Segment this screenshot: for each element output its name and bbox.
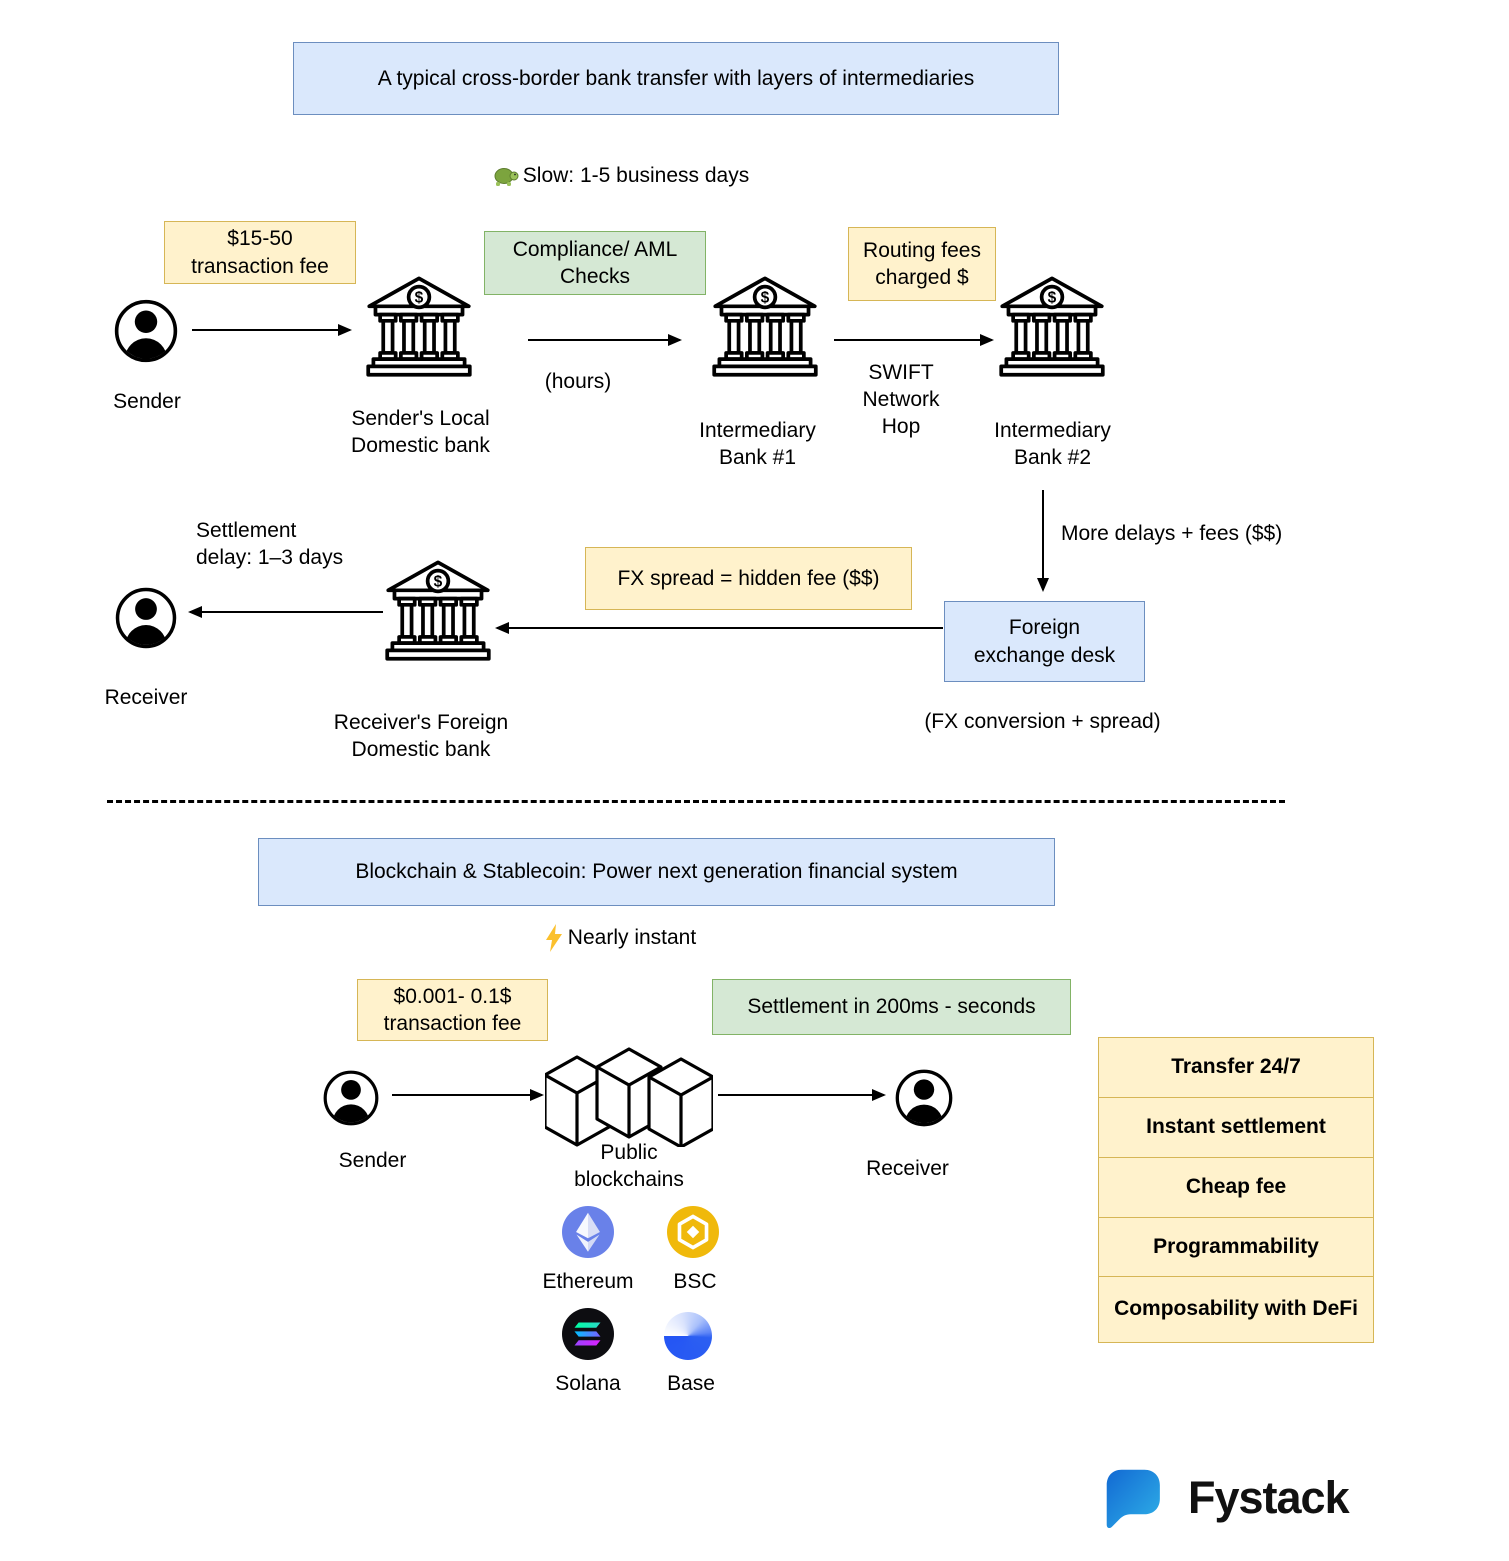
settlement-delay-label: Settlement delay: 1–3 days (196, 519, 344, 569)
lightning-icon (545, 924, 562, 952)
receiver-label: Receiver (104, 686, 188, 709)
blockchain-speed-text: Nearly instant (567, 926, 697, 949)
arrow-sender-to-bank (192, 324, 352, 336)
ethereum-icon (562, 1206, 614, 1258)
arrow-blockchain-to-receiver (718, 1089, 886, 1101)
base-label: Base (667, 1372, 715, 1395)
fystack-brand-name: Fystack (1188, 1472, 1350, 1523)
compliance-text: Compliance/ AML Checks (512, 237, 678, 288)
hours-label: (hours) (544, 370, 612, 393)
sender-bank-label: Sender's Local Domestic bank (351, 407, 490, 457)
crypto-sender-icon (322, 1064, 380, 1132)
receiver-person-icon (114, 586, 178, 650)
base-icon (664, 1312, 712, 1360)
public-blockchains-label: Public blockchains (574, 1141, 684, 1191)
intermediary-bank2-label: Intermediary Bank #2 (994, 419, 1111, 469)
legacy-title: A typical cross-border bank transfer wit… (377, 66, 975, 90)
intermediary-bank2-icon (995, 272, 1109, 380)
arrow-bank-to-intermediary1 (528, 334, 682, 346)
benefit-programmability: Programmability (1098, 1217, 1374, 1277)
blockchain-title-box: Blockchain & Stablecoin: Power next gene… (258, 838, 1055, 906)
fx-desk-box: Foreign exchange desk (944, 601, 1145, 682)
intermediary-bank1-icon (708, 272, 822, 380)
blockchain-speed-note: Nearly instant (470, 924, 770, 952)
swift-label: SWIFT Network Hop (862, 361, 940, 438)
benefit-instant-settlement: Instant settlement (1098, 1097, 1374, 1158)
crypto-receiver-label: Receiver (866, 1157, 949, 1180)
benefits-list: Transfer 24/7 Instant settlement Cheap f… (1098, 1037, 1374, 1343)
crypto-settlement-box: Settlement in 200ms - seconds (712, 979, 1071, 1035)
legacy-title-box: A typical cross-border bank transfer wit… (293, 42, 1059, 115)
turtle-icon (494, 168, 519, 186)
fystack-logo-icon (1106, 1469, 1160, 1529)
ethereum-label: Ethereum (542, 1270, 634, 1293)
bsc-icon (667, 1206, 719, 1258)
sender-bank-icon (362, 272, 476, 380)
fx-spread-box: FX spread = hidden fee ($$) (585, 547, 912, 610)
crypto-sender-label: Sender (338, 1149, 407, 1172)
fx-desk-text: Foreign exchange desk (973, 616, 1116, 667)
compliance-box: Compliance/ AML Checks (484, 231, 706, 295)
crypto-fee-box: $0.001- 0.1$ transaction fee (357, 979, 548, 1041)
blockchain-title: Blockchain & Stablecoin: Power next gene… (355, 860, 958, 884)
fx-conversion-label: (FX conversion + spread) (924, 710, 1161, 733)
benefit-cheap-fee: Cheap fee (1098, 1157, 1374, 1218)
arrow-intermediary1-to-intermediary2 (834, 334, 994, 346)
legacy-speed-text: Slow: 1-5 business days (522, 164, 750, 187)
benefit-transfer: Transfer 24/7 (1098, 1037, 1374, 1098)
arrow-intermediary2-to-fxdesk (1037, 490, 1049, 592)
fx-spread-text: FX spread = hidden fee ($$) (617, 566, 880, 590)
receiver-bank-label: Receiver's Foreign Domestic bank (333, 711, 509, 761)
benefit-composability: Composability with DeFi (1098, 1276, 1374, 1343)
sender-label: Sender (113, 390, 181, 413)
legacy-speed-note: Slow: 1-5 business days (450, 164, 790, 188)
bsc-label: BSC (673, 1270, 717, 1293)
routing-fees-box: Routing fees charged $ (848, 227, 996, 301)
sender-person-icon (113, 298, 179, 364)
intermediary-bank1-label: Intermediary Bank #1 (699, 419, 816, 469)
routing-fees-text: Routing fees charged $ (863, 238, 981, 289)
crypto-fee-text: $0.001- 0.1$ transaction fee (383, 984, 522, 1035)
public-blockchains-icon (545, 1047, 713, 1147)
crypto-settlement-text: Settlement in 200ms - seconds (747, 995, 1036, 1019)
arrow-sender-to-blockchain (392, 1089, 544, 1101)
solana-label: Solana (555, 1372, 621, 1395)
solana-icon (562, 1308, 614, 1360)
receiver-bank-icon (381, 556, 495, 664)
delays-label: More delays + fees ($$) (1061, 522, 1283, 545)
arrow-receiver-bank-to-receiver (188, 606, 383, 618)
section-divider (107, 800, 1285, 803)
crypto-receiver-icon (894, 1064, 954, 1132)
transaction-fee-text: $15-50 transaction fee (191, 227, 329, 278)
arrow-fxdesk-to-receiver-bank (495, 622, 943, 634)
transaction-fee-box: $15-50 transaction fee (164, 221, 356, 284)
